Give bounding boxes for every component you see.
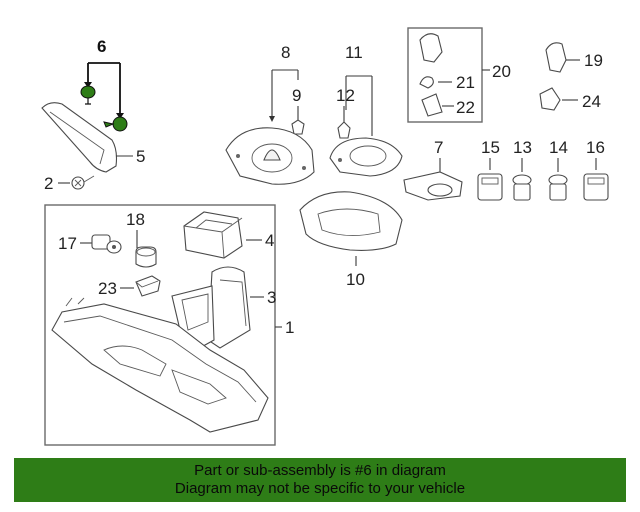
boot-22[interactable]	[421, 93, 443, 117]
callout-22[interactable]: 22	[456, 98, 475, 117]
footer-line-2: Diagram may not be specific to your vehi…	[174, 480, 466, 497]
footer-banner: Part or sub-assembly is #6 in diagram Di…	[14, 458, 626, 502]
group-box-20	[407, 27, 483, 123]
pin-9[interactable]	[291, 119, 305, 135]
callout-1[interactable]: 1	[285, 318, 294, 337]
callout-2[interactable]: 2	[44, 174, 53, 193]
arrowhead-8	[269, 116, 275, 122]
callout-20[interactable]: 20	[492, 62, 511, 81]
clip-6b[interactable]	[103, 116, 128, 132]
knob-18[interactable]	[135, 246, 157, 268]
side-trim-panel-5[interactable]	[41, 102, 118, 173]
clip-6a[interactable]	[80, 85, 96, 105]
callout-21[interactable]: 21	[456, 73, 475, 92]
socket-17[interactable]	[91, 234, 122, 254]
bracket-23[interactable]	[135, 275, 161, 297]
spring-21[interactable]	[419, 76, 434, 89]
callout-19[interactable]: 19	[584, 51, 603, 70]
callout-3[interactable]: 3	[267, 288, 276, 307]
switch-14[interactable]	[548, 174, 568, 201]
callout-4[interactable]: 4	[265, 231, 274, 250]
callout-9[interactable]: 9	[292, 86, 301, 105]
arrowhead-6a	[84, 82, 92, 88]
shifter-plate-8[interactable]	[225, 127, 315, 185]
storage-bin-3[interactable]	[171, 266, 251, 351]
arrowhead-6b	[116, 113, 124, 119]
callout-17[interactable]: 17	[58, 234, 77, 253]
knob-19[interactable]	[545, 42, 567, 73]
callout-10[interactable]: 10	[346, 270, 365, 289]
cover-4[interactable]	[183, 211, 243, 259]
bezel-10[interactable]	[299, 191, 403, 251]
cup-holder-7[interactable]	[403, 171, 463, 201]
callout-12[interactable]: 12	[336, 86, 355, 105]
callout-14[interactable]: 14	[549, 138, 568, 157]
callout-18[interactable]: 18	[126, 210, 145, 229]
shifter-plate-11[interactable]	[329, 137, 403, 177]
footer-line-1: Part or sub-assembly is #6 in diagram	[194, 462, 446, 479]
leader-6	[87, 62, 121, 115]
callout-7[interactable]: 7	[434, 138, 443, 157]
leader-8	[271, 69, 299, 118]
callout-23[interactable]: 23	[98, 279, 117, 298]
shift-knob-20[interactable]	[419, 33, 443, 63]
insert-24[interactable]	[539, 87, 561, 111]
switch-13[interactable]	[512, 174, 532, 201]
callout-8[interactable]: 8	[281, 43, 290, 62]
console-body-1[interactable]	[51, 297, 269, 433]
leader-11	[345, 75, 373, 136]
screw-2[interactable]	[71, 175, 95, 190]
callout-11[interactable]: 11	[345, 43, 363, 62]
callout-16[interactable]: 16	[586, 138, 605, 157]
assembly-frame	[44, 204, 276, 446]
switch-15[interactable]	[477, 173, 503, 201]
pin-12[interactable]	[337, 121, 351, 139]
callout-13[interactable]: 13	[513, 138, 532, 157]
callout-15[interactable]: 15	[481, 138, 500, 157]
callout-6[interactable]: 6	[97, 37, 106, 56]
callout-24[interactable]: 24	[582, 92, 601, 111]
callout-5[interactable]: 5	[136, 147, 145, 166]
switch-16[interactable]	[583, 173, 609, 201]
